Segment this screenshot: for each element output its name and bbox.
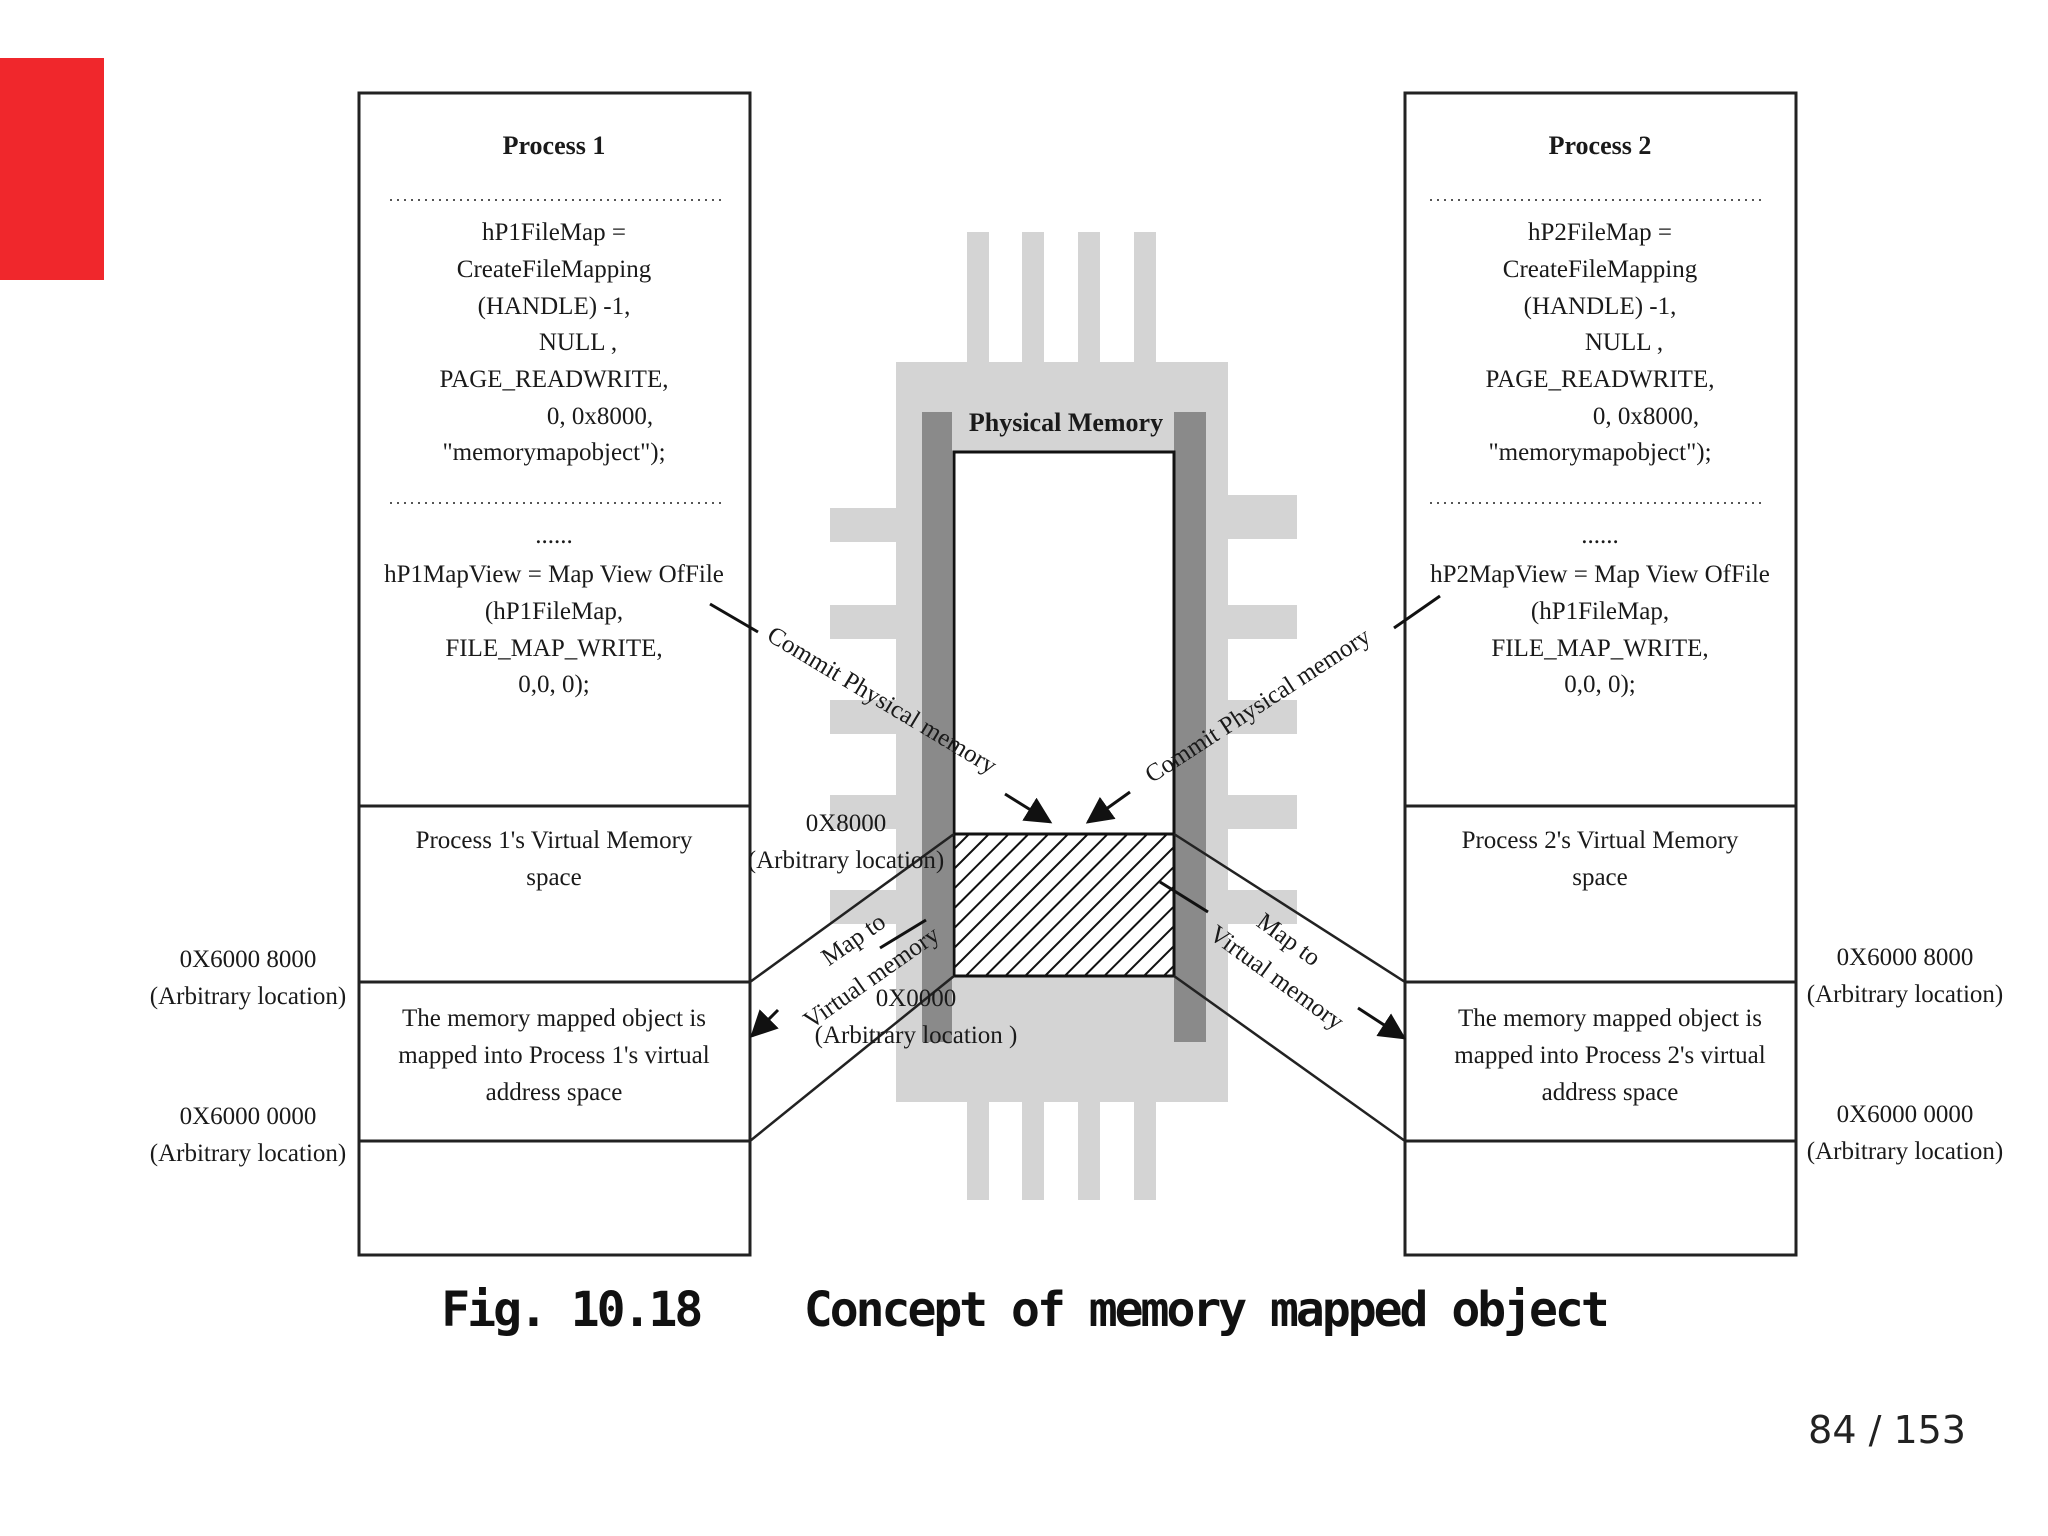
process-1-map-line: (hP1FileMap, [485, 598, 623, 625]
process-2-addr-bottom: 0X6000 0000 [1837, 1101, 1974, 1128]
physical-addr-bottom-note: (Arbitrary location ) [815, 1022, 1018, 1049]
process-2-title: Process 2 [1549, 131, 1652, 160]
map-arrow-right-tail [1159, 880, 1209, 914]
process-1-map-line: FILE_MAP_WRITE, [445, 635, 662, 662]
map-arrow-left-head [750, 1008, 780, 1038]
commit-arrow-left-head [1004, 792, 1053, 824]
process-1-code-line: "memorymapobject"); [442, 439, 665, 466]
process-1-addr-bottom: 0X6000 0000 [180, 1103, 317, 1130]
commit-arrow-right-head [1085, 790, 1131, 824]
chip-graphic [830, 232, 1297, 1200]
process-1-code-line: PAGE_READWRITE, [440, 366, 669, 393]
process-1-map-line: hP1MapView = Map View OfFile [384, 561, 724, 588]
process-2-code-line: CreateFileMapping [1503, 256, 1698, 283]
process-2-code-line: NULL , [1585, 329, 1663, 356]
process-2-vm-label: space [1572, 864, 1628, 891]
process-1-code-line: 0, 0x8000, [547, 403, 653, 430]
commit-arrow-left-tail [709, 602, 759, 634]
process-1-mapped-label: mapped into Process 1's virtual [398, 1042, 709, 1069]
process-1-vm-label: space [526, 864, 582, 891]
process-1-code-line: (HANDLE) -1, [478, 293, 631, 320]
process-2-code-line: 0, 0x8000, [1593, 403, 1699, 430]
physical-addr-top: 0X8000 [806, 810, 887, 837]
mapping-lines [749, 832, 1406, 1143]
process-2-map-line: 0,0, 0); [1564, 671, 1636, 698]
slide-accent-bar [0, 58, 104, 280]
process-1-ellipsis: ...... [535, 522, 573, 549]
process-2-addr-top: 0X6000 8000 [1837, 944, 1974, 971]
physical-addr-bottom: 0X0000 [876, 985, 957, 1012]
process-1-vm-label: Process 1's Virtual Memory [416, 827, 693, 854]
process-1-mapped-label: The memory mapped object is [402, 1005, 706, 1032]
mapped-physical-region [952, 832, 1176, 978]
process-2-mapped-label: The memory mapped object is [1458, 1005, 1762, 1032]
process-1-code-line: hP1FileMap = [482, 219, 626, 246]
process-1-addr-bottom-note: (Arbitrary location) [150, 1140, 346, 1167]
process-1-addr-top-note: (Arbitrary location) [150, 983, 346, 1010]
physical-addr-top-note: (Arbitrary location) [748, 847, 944, 874]
process-2-vm-label: Process 2's Virtual Memory [1462, 827, 1739, 854]
map-arrow-right-head [1357, 1006, 1407, 1040]
map-arrow-left-tail [879, 918, 927, 950]
process-2-code-line: PAGE_READWRITE, [1486, 366, 1715, 393]
process-1-map-line: 0,0, 0); [518, 671, 590, 698]
physical-memory-title: Physical Memory [969, 408, 1163, 437]
process-2-map-line: hP2MapView = Map View OfFile [1430, 561, 1770, 588]
process-2-code-line: "memorymapobject"); [1488, 439, 1711, 466]
process-2-ellipsis: ...... [1581, 522, 1619, 549]
process-1-addr-top: 0X6000 8000 [180, 946, 317, 973]
process-1-box [357, 91, 752, 1257]
process-2-addr-top-note: (Arbitrary location) [1807, 981, 2003, 1008]
process-2-mapped-label: address space [1542, 1079, 1679, 1106]
process-2-addr-bottom-note: (Arbitrary location) [1807, 1138, 2003, 1165]
process-1-code-line: NULL , [539, 329, 617, 356]
process-1-code-line: CreateFileMapping [457, 256, 652, 283]
process-1-mapped-label: address space [486, 1079, 623, 1106]
process-2-map-line: FILE_MAP_WRITE, [1491, 635, 1708, 662]
process-2-box [1403, 91, 1798, 1257]
process-2-mapped-label: mapped into Process 2's virtual [1454, 1042, 1765, 1069]
process-1-title: Process 1 [503, 131, 606, 160]
commit-arrow-right-tail [1393, 594, 1441, 630]
process-2-map-line: (hP1FileMap, [1531, 598, 1669, 625]
process-2-code-line: (HANDLE) -1, [1524, 293, 1677, 320]
page-number: 84 / 153 [1808, 1408, 1966, 1452]
process-2-code-line: hP2FileMap = [1528, 219, 1672, 246]
figure-caption: Fig. 10.18 Concept of memory mapped obje… [441, 1282, 1609, 1338]
